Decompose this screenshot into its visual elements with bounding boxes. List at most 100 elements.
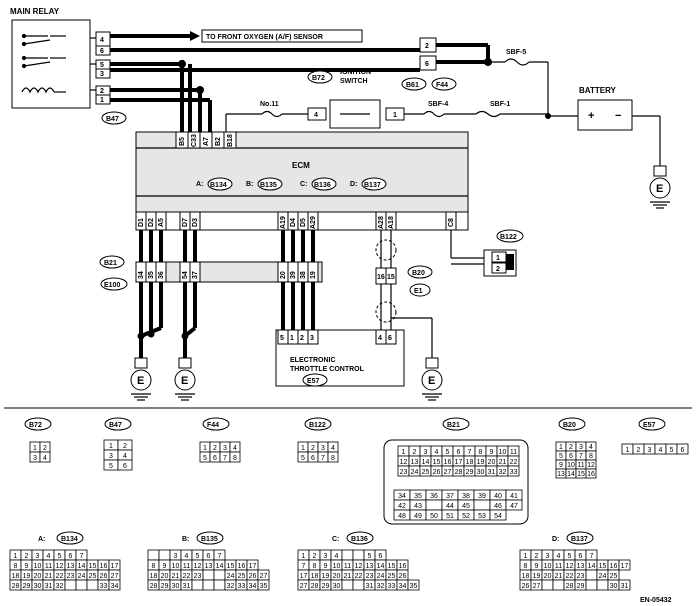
connector-cell: 2 [313,553,317,560]
connector-cell: 6 [207,553,211,560]
connector-cell: 30 [172,583,180,590]
ecm-pin: B5 [179,137,186,146]
connector-id: B134 [210,182,227,189]
connector-cell: 25 [610,573,618,580]
connector-cell: 8 [152,563,156,570]
connector-id: F44 [207,422,219,429]
connector-cell: 26 [399,573,407,580]
connector-cell: 26 [522,583,530,590]
connector-badge-e1 [409,283,431,297]
connector-cell: 31 [45,583,53,590]
connector-cell: 14 [588,563,596,570]
connector-cell: 25 [89,573,97,580]
connector-cell: 2 [123,443,127,450]
connector-cell: 16 [399,563,407,570]
connector-cell: 32 [56,583,64,590]
ecm-pin: D1 [138,218,145,227]
connector-badge-b137-face: B137 [566,531,594,545]
connector-cell: 12 [587,462,595,469]
connector-cell: 28 [311,583,319,590]
main-relay-label: MAIN RELAY [10,7,60,16]
connector-cell: 37 [446,493,454,500]
connector-cell: 7 [218,553,222,560]
connector-cell: 22 [566,573,574,580]
connector-cell: 11 [344,563,351,570]
connector-cell: 51 [446,513,454,520]
connector-cell: 28 [12,583,20,590]
connector-cell: 6 [213,455,217,462]
connector-badge-b136 [311,177,337,191]
connector-cell: 2 [43,445,47,452]
connector-cell: 8 [589,453,593,460]
fuse-label-sbf1: SBF-1 [490,101,510,108]
connector-cell: 35 [410,583,418,590]
connector-cell: 25 [388,573,396,580]
connector-cell: 24 [78,573,86,580]
ground-icon: E [130,357,152,401]
connector-cell: 3 [648,447,652,454]
connector-cell: 35 [260,583,268,590]
connector-cell: 5 [203,455,207,462]
connector-cell: 13 [366,563,374,570]
connector-cell: 12 [355,563,363,570]
connector-cell: 27 [300,583,308,590]
ground-label: E [656,183,663,195]
ecm-label-a: A: [196,181,203,188]
connector-id: B136 [351,536,368,543]
connector-cell: 46 [494,503,502,510]
connector-cell: 11 [183,563,190,570]
connector-cell: 4 [331,445,335,452]
relay-switch-icon [21,33,66,94]
connector-cell: 30 [610,583,618,590]
connector-id: B61 [406,82,419,89]
connector-cell: 31 [488,469,496,476]
connector-cell: 5 [559,453,563,460]
connector-cell: 42 [398,503,406,510]
junction-dot [181,332,189,340]
connector-cell: 5 [58,553,62,560]
connector-cell: 20 [34,573,42,580]
b21-pin: 20 [280,271,287,279]
connector-cell: 21 [344,573,352,580]
connector-cell: 53 [478,513,486,520]
connector-cell: 5 [670,447,674,454]
ecm-pin: A7 [203,137,210,146]
relay-pin: 1 [100,97,104,104]
ecm-pin: B2 [215,137,222,146]
etc-pins: 5 1 2 3 4 6 [277,329,397,345]
connector-id: B134 [61,536,78,543]
connector-badge-b135-face: B135 [196,531,224,545]
connector-id: B122 [309,422,326,429]
connector-cell: 2 [569,444,573,451]
connector-cell: 28 [150,583,158,590]
fuse-icon [423,110,445,118]
ground-label: E [181,375,188,387]
connector-cell: 3 [36,553,40,560]
ignition-label: SWITCH [340,78,368,85]
connector-cell: 4 [43,455,47,462]
connector-id: B20 [563,422,576,429]
connector-cell: 1 [14,553,18,560]
connector-cell: 43 [414,503,422,510]
battery-label: BATTERY [579,86,617,95]
connector-cell: 4 [435,449,439,456]
connector-cell: 2 [413,449,417,456]
connector-cell: 25 [238,573,246,580]
connector-cell: 15 [388,563,396,570]
connector-cell: 5 [109,463,113,470]
ground-label: E [428,375,435,387]
connector-id: B21 [447,422,460,429]
connector-badge-b20 [407,265,433,279]
connector-cell: 7 [223,455,227,462]
connector-cell: 28 [566,583,574,590]
connector-badge-b72-face: B72 [24,417,52,431]
connector-cell: 5 [301,455,305,462]
connector-cell: 3 [546,553,550,560]
connector-cell: 34 [111,583,119,590]
